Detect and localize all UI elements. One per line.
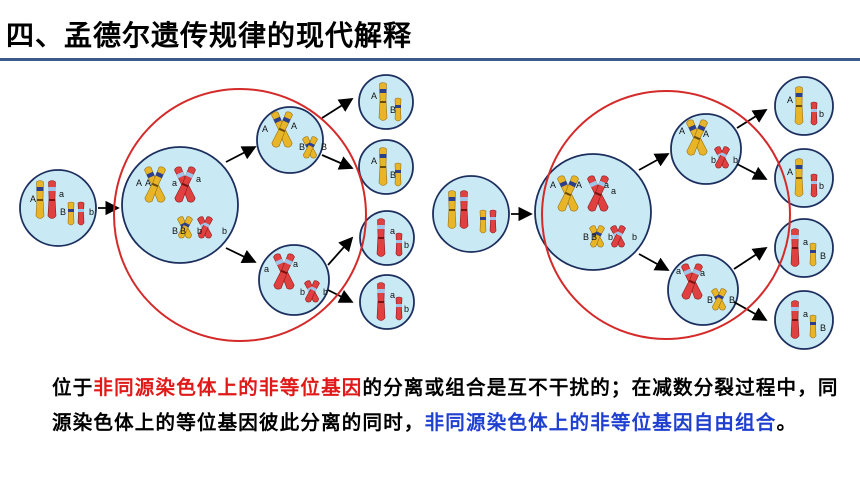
arrow (736, 163, 768, 180)
arrow (638, 153, 670, 171)
allele-label: b (608, 232, 613, 242)
pathway-right: A A a a B B b b A A b b a a B B (432, 76, 834, 350)
allele-label: a (390, 226, 395, 236)
arrow (638, 253, 670, 271)
allele-label: a (604, 180, 609, 190)
allele-label: B (583, 232, 589, 242)
allele-label: A (371, 156, 377, 166)
allele-label: b (323, 287, 328, 297)
caption-text: 位于 (52, 376, 94, 399)
allele-label: a (196, 174, 201, 184)
allele-label: B (299, 142, 305, 152)
allele-label: a (803, 237, 808, 247)
gamete-ab: a b (359, 210, 415, 266)
highlight-circle (113, 88, 367, 342)
caption-emphasis-red: 非同源染色体上的非等位基因 (93, 376, 363, 399)
gamete-Ab: A b (774, 76, 834, 136)
arrow (225, 146, 257, 163)
allele-label: b (404, 240, 409, 250)
highlight-circle (541, 90, 791, 340)
allele-label: b (711, 155, 716, 165)
cell-primary-left: A A a a B B b b (121, 146, 239, 264)
allele-label: b (300, 287, 305, 297)
arrow (736, 109, 768, 129)
allele-label: B (60, 207, 66, 217)
allele-label: A (787, 167, 793, 177)
cell-secondary-right-top: A A b b (670, 113, 742, 185)
allele-label: B (729, 295, 735, 305)
allele-label: A (145, 178, 151, 188)
allele-label: B (390, 170, 396, 180)
allele-label: A (576, 180, 582, 190)
gamete-Ab: A b (774, 148, 834, 208)
allele-label: A (550, 180, 556, 190)
gamete-ab: a b (359, 274, 415, 330)
arrow (321, 154, 354, 170)
allele-label: A (703, 129, 709, 139)
allele-label: a (803, 309, 808, 319)
allele-label: b (404, 304, 409, 314)
meiosis-diagram: A a B b A A a a B B b b A A B B (19, 74, 834, 350)
cell-start-right (432, 175, 510, 253)
cell-start-left: A a B b (19, 169, 97, 247)
allele-label: A (136, 178, 142, 188)
allele-label: A (787, 95, 793, 105)
allele-label: B (390, 105, 396, 115)
allele-label: B (180, 226, 186, 236)
arrow (733, 301, 768, 321)
caption-emphasis-blue: 非同源染色体上的非等位基因自由组合 (424, 411, 777, 434)
allele-label: A (262, 124, 268, 134)
allele-label: b (89, 207, 94, 217)
allele-label: B (321, 142, 327, 152)
allele-label: B (707, 295, 713, 305)
allele-label: b (222, 226, 227, 236)
allele-label: A (371, 91, 377, 101)
title-underline (0, 58, 860, 61)
allele-label: b (197, 226, 202, 236)
explanation-text: 位于非同源染色体上的非等位基因的分离或组合是互不干扰的；在减数分裂过程中，同源染… (52, 370, 844, 440)
allele-label: A (291, 121, 297, 131)
allele-label: a (59, 189, 64, 199)
allele-label: a (172, 178, 177, 188)
gamete-AB: A B (358, 74, 414, 130)
arrow (321, 98, 354, 119)
allele-label: b (819, 181, 824, 191)
pathway-left: A a B b A A a a B B b b A A B B (19, 74, 415, 342)
allele-label: B (172, 226, 178, 236)
cell-primary-right: A A a a B B b b (534, 153, 652, 271)
arrow (733, 247, 768, 270)
arrow (225, 247, 257, 264)
allele-label: b (632, 232, 637, 242)
allele-label: a (264, 264, 269, 274)
allele-label: b (733, 155, 738, 165)
allele-label: a (293, 259, 298, 269)
arrow (327, 289, 354, 303)
allele-label: B (820, 251, 826, 261)
cell-secondary-left-bottom: a a b b (258, 244, 330, 316)
arrow (327, 236, 354, 266)
allele-label: a (700, 268, 705, 278)
gamete-AB: A B (358, 139, 414, 195)
allele-label: a (390, 290, 395, 300)
allele-label: B (591, 232, 597, 242)
caption-text: 。 (776, 411, 798, 434)
allele-label: A (679, 126, 685, 136)
gamete-aB: a B (774, 290, 834, 350)
allele-label: a (676, 266, 681, 276)
allele-label: a (611, 186, 616, 196)
allele-label: b (819, 109, 824, 119)
gamete-aB: a B (774, 218, 834, 278)
cell-secondary-left-top: A A B B (256, 106, 327, 174)
cell-secondary-right-bottom: a a B B (667, 254, 739, 326)
page-title: 四、孟德尔遗传规律的现代解释 (6, 19, 413, 52)
allele-label: B (820, 323, 826, 333)
caption-text: 的分离或组合是互不干扰的；在减数分裂过程中，同源染色体上的等位基因彼此分离的同时… (52, 376, 839, 434)
allele-label: A (30, 194, 36, 204)
